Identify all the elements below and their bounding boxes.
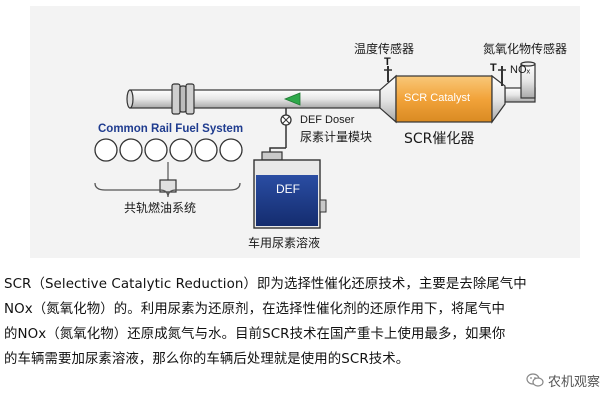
temperature-sensor (384, 66, 392, 82)
nox-label: NOₓ (510, 64, 531, 76)
caption-line: 的NOx（氮氧化物）还原成氮气与水。目前SCR技术在国产重卡上使用最多，如果你 (4, 327, 506, 342)
scr-cn-label: SCR催化器 (404, 131, 475, 147)
wechat-icon (526, 373, 544, 387)
def-tank-cn-label: 车用尿素溶液 (248, 236, 321, 250)
scr-catalyst-body (379, 74, 506, 124)
caption-line: 的车辆需要加尿素溶液，那么你的车辆后处理就是使用的SCR技术。 (4, 352, 410, 367)
nox-sensor (498, 66, 506, 86)
doser-cn-label: 尿素计量模块 (300, 130, 373, 144)
watermark: 农机观察 (522, 370, 603, 391)
description-text: SCR（Selective Catalytic Reduction）即为选择性催… (4, 272, 604, 372)
common-rail-label: Common Rail Fuel System (98, 123, 244, 135)
temp-sensor-label: 温度传感器 (354, 42, 415, 56)
fuel-connector (159, 162, 177, 193)
caption-line: SCR（Selective Catalytic Reduction）即为选择性催… (4, 277, 527, 292)
def-doser-label: DEF Doser (300, 114, 355, 126)
fuel-system-cn-label: 共轨燃油系统 (124, 201, 197, 215)
nox-sensor-t: T (490, 62, 497, 74)
nox-sensor-label: 氮氧化物传感器 (483, 42, 568, 56)
temp-sensor-t: T (384, 56, 391, 68)
scr-catalyst-label: SCR Catalyst (404, 92, 471, 104)
pipe-coupling (171, 83, 195, 115)
watermark-text: 农机观察 (547, 375, 600, 390)
def-tank-label: DEF (276, 182, 300, 196)
fuel-system-brace (94, 182, 241, 198)
caption-line: NOx（氮氧化物）的。利用尿素为还原剂，在选择性催化剂的还原作用下，将尾气中 (4, 302, 505, 317)
injection-arrow (283, 92, 301, 106)
common-rail-injectors (94, 138, 243, 162)
def-tank (253, 151, 327, 229)
scr-system-diagram (94, 61, 536, 229)
